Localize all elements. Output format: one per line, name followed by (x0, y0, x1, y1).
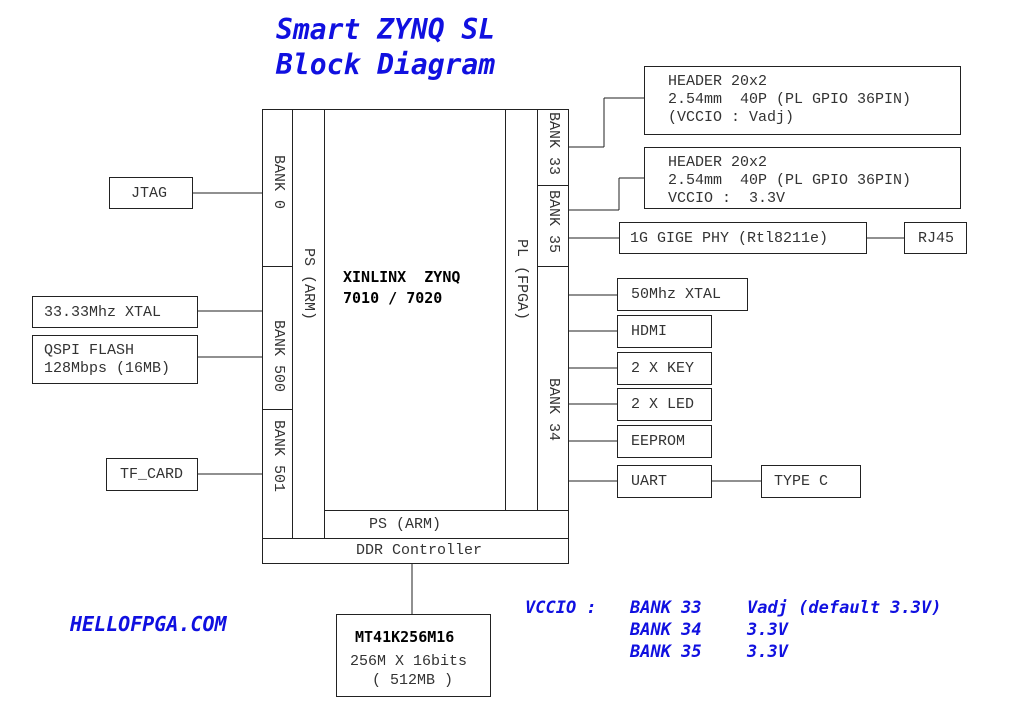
tf-card-label: TF_CARD (120, 466, 184, 483)
header2-line2: 2.54mm 40P (PL GPIO 36PIN) (668, 172, 912, 189)
pl-fpga-label: PL (FPGA) (513, 239, 530, 321)
ddr-controller-label: DDR Controller (356, 542, 483, 559)
qspi-label-line2: 128Mbps (16MB) (44, 360, 171, 377)
bank0-block (262, 109, 293, 267)
bank34-label: BANK 34 (545, 378, 562, 442)
bank35-label: BANK 35 (545, 190, 562, 254)
bank34-block (537, 266, 569, 511)
key-label: 2 X KEY (631, 360, 695, 377)
xtal50-label: 50Mhz XTAL (631, 286, 722, 303)
uart-label: UART (631, 473, 668, 490)
header1-line2: 2.54mm 40P (PL GPIO 36PIN) (668, 91, 912, 108)
uart-box (617, 465, 712, 498)
typec-label: TYPE C (774, 473, 829, 490)
rj45-label: RJ45 (918, 230, 955, 247)
eeprom-label: EEPROM (631, 433, 686, 450)
qspi-flash-box (32, 335, 198, 384)
xtal-label: 33.33Mhz XTAL (44, 304, 162, 321)
header2-box (644, 147, 961, 209)
header1-box (644, 66, 961, 135)
ps-arm-column (292, 109, 325, 539)
bank35-block (537, 185, 569, 267)
memory-capacity: ( 512MB ) (372, 672, 454, 689)
header2-line3: VCCIO : 3.3V (668, 190, 786, 207)
key-box (617, 352, 712, 385)
ddr-controller-block (262, 538, 569, 564)
gige-phy-label: 1G GIGE PHY (Rtl8211e) (630, 230, 829, 247)
vccio-bank-34: BANK 34 (630, 620, 702, 640)
ddr-memory-box (336, 614, 491, 697)
chip-name-line1: XINLINX ZYNQ (343, 268, 461, 286)
diagram-title-line2: Block Diagram (276, 48, 496, 81)
led-label: 2 X LED (631, 396, 695, 413)
bank500-label: BANK 500 (270, 320, 287, 393)
qspi-label-line1: QSPI FLASH (44, 342, 135, 359)
header1-line1: HEADER 20x2 (668, 73, 768, 90)
xtal50-box (617, 278, 748, 311)
vccio-value-33: Vadj (default 3.3V) (747, 598, 942, 618)
eeprom-box (617, 425, 712, 458)
gige-phy-box (619, 222, 867, 254)
website-label: HELLOFPGA.COM (70, 612, 227, 636)
vccio-bank-33: BANK 33 (630, 598, 702, 618)
hdmi-label: HDMI (631, 323, 668, 340)
vccio-value-35: 3.3V (747, 642, 788, 662)
chip-name-line2: 7010 / 7020 (343, 289, 443, 307)
hdmi-box (617, 315, 712, 348)
header1-line3: (VCCIO : Vadj) (668, 109, 795, 126)
header2-line1: HEADER 20x2 (668, 154, 768, 171)
led-box (617, 388, 712, 421)
ps-arm-bottom-label: PS (ARM) (369, 516, 442, 533)
xtal-box (32, 296, 198, 328)
rj45-box (904, 222, 967, 254)
jtag-box (109, 177, 193, 209)
jtag-label: JTAG (131, 185, 168, 202)
bank0-label: BANK 0 (270, 155, 287, 210)
memory-part-number: MT41K256M16 (355, 628, 455, 646)
memory-organization: 256M X 16bits (350, 653, 468, 670)
tf-card-box (106, 458, 198, 491)
bank33-label: BANK 33 (545, 112, 562, 176)
diagram-title-line1: Smart ZYNQ SL (276, 13, 496, 46)
ps-arm-vertical-label: PS (ARM) (300, 248, 317, 321)
zynq-chip-core (324, 109, 506, 511)
bank33-block (537, 109, 569, 186)
typec-box (761, 465, 861, 498)
vccio-prefix: VCCIO : (525, 598, 597, 618)
vccio-bank-35: BANK 35 (630, 642, 702, 662)
bank501-label: BANK 501 (270, 420, 287, 493)
vccio-value-34: 3.3V (747, 620, 788, 640)
